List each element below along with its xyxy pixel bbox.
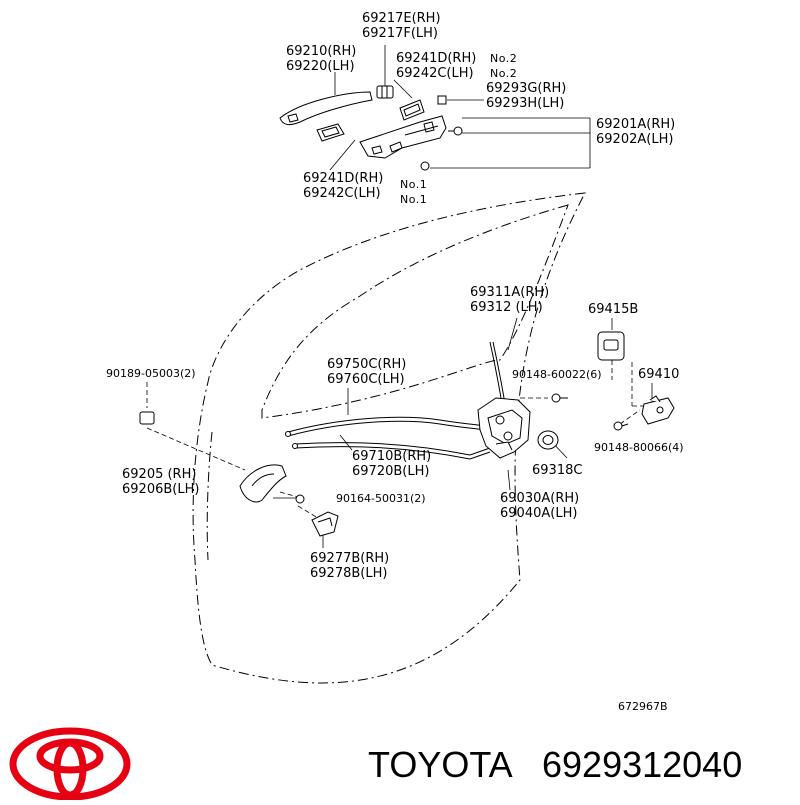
note-no2-rh: No.2 (490, 52, 517, 65)
label-90189: 90189-05003(2) (106, 367, 196, 380)
clip-90189 (139, 411, 155, 425)
lock-rod (489, 341, 506, 407)
label-90164: 90164-50031(2) (336, 492, 426, 505)
label-69750-lh: 69760C(LH) (327, 372, 405, 387)
screw-handle (295, 494, 305, 504)
label-69241-top-lh: 69242C(LH) (396, 66, 474, 81)
door-outline (192, 192, 586, 684)
label-69710-lh: 69720B(LH) (352, 464, 429, 479)
label-69205-lh: 69206B(LH) (122, 482, 199, 497)
label-69710-rh: 69710B(RH) (352, 449, 431, 464)
brand-name: TOYOTA (368, 744, 513, 785)
pad-no2 (399, 99, 425, 121)
note-no1-rh: No.1 (400, 178, 427, 191)
toyota-logo (9, 727, 131, 801)
handle-bezel (311, 511, 339, 537)
label-69241-bot-lh: 69242C(LH) (303, 186, 381, 201)
label-69311-rh: 69311A(RH) (470, 285, 549, 300)
note-no1-lh: No.1 (400, 193, 427, 206)
label-69210-lh: 69220(LH) (286, 59, 355, 74)
label-69241-top-rh: 69241D(RH) (396, 51, 476, 66)
label-69201-rh: 69201A(RH) (596, 117, 675, 132)
part-labels: 69217E(RH) 69217F(LH) 69210(RH) 69220(LH… (106, 11, 684, 713)
label-90148-60022: 90148-60022(6) (512, 368, 602, 381)
handle-frame (359, 115, 447, 159)
part-number: 6929312040 (542, 744, 742, 785)
inside-door-handle (239, 464, 287, 503)
label-69030-rh: 69030A(RH) (500, 491, 579, 506)
label-69415: 69415B (588, 302, 638, 317)
label-69217-rh: 69217E(RH) (362, 11, 441, 26)
label-69410: 69410 (638, 367, 679, 382)
striker-cover (597, 331, 625, 361)
diagram-code: 672967B (618, 700, 668, 713)
label-69277-lh: 69278B(LH) (310, 566, 387, 581)
label-69750-rh: 69750C(RH) (327, 357, 406, 372)
note-no2-lh: No.2 (490, 67, 517, 80)
label-69201-lh: 69202A(LH) (596, 132, 673, 147)
clip (437, 95, 447, 105)
label-69205-rh: 69205 (RH) (122, 467, 196, 482)
bolts-frame (420, 126, 463, 171)
grommet (537, 430, 559, 450)
label-69311-lh: 69312 (LH) (470, 300, 543, 315)
label-90148-80066: 90148-80066(4) (594, 441, 684, 454)
handle-cover (376, 85, 394, 99)
label-69293-lh: 69293H(LH) (486, 96, 564, 111)
label-69210-rh: 69210(RH) (286, 44, 356, 59)
screw-lock (551, 393, 568, 403)
label-69241-bot-rh: 69241D(RH) (303, 171, 383, 186)
label-69030-lh: 69040A(LH) (500, 506, 577, 521)
striker (641, 395, 675, 425)
label-69293-rh: 69293G(RH) (486, 81, 566, 96)
outside-door-handle (279, 91, 373, 126)
door-lock-assembly (477, 397, 531, 459)
label-69318: 69318C (532, 463, 582, 478)
label-69277-rh: 69277B(RH) (310, 551, 389, 566)
screw-striker (613, 421, 629, 431)
leader-lines (273, 45, 653, 548)
pad-no1 (316, 123, 345, 142)
label-69217-lh: 69217F(LH) (362, 26, 438, 41)
